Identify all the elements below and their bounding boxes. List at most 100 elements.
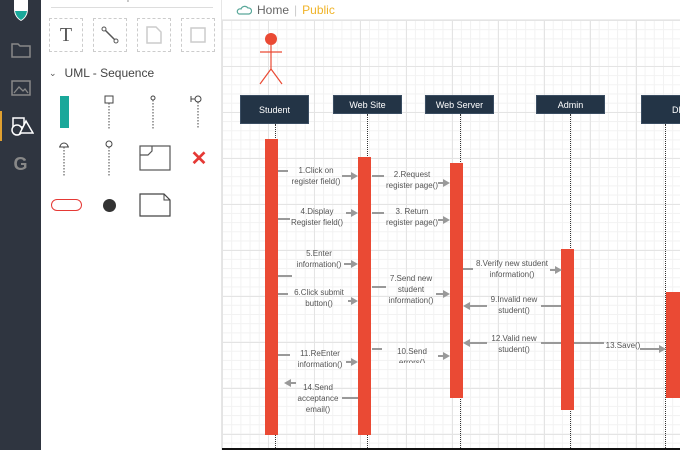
breadcrumb-current[interactable]: Public xyxy=(302,2,335,17)
arrow-left-icon xyxy=(463,339,470,347)
message-arrow-line[interactable] xyxy=(438,219,444,221)
rectangle-icon xyxy=(190,27,206,43)
note-shape[interactable] xyxy=(135,185,175,225)
shapes-icon[interactable] xyxy=(0,111,41,141)
message-label[interactable]: 9.Invalid new student() xyxy=(490,295,538,315)
message-label[interactable]: 13.Save() xyxy=(605,341,641,350)
message-arrow-line[interactable] xyxy=(469,342,487,344)
message-label[interactable]: 4.Display Register field() xyxy=(290,207,343,227)
message-arrow-line[interactable] xyxy=(346,361,352,363)
message-label[interactable]: 12.Valid new student() xyxy=(491,334,537,354)
note-icon xyxy=(146,26,162,44)
message-label[interactable]: 2.Request register page() xyxy=(385,170,439,190)
message-arrow-line[interactable] xyxy=(372,212,384,214)
arrow-right-icon xyxy=(351,260,358,268)
message-arrow-line[interactable] xyxy=(342,397,358,399)
google-icon[interactable]: G xyxy=(13,153,28,174)
message-arrow-line[interactable] xyxy=(438,182,444,184)
arrow-right-icon xyxy=(555,266,562,274)
section-uml-sequence[interactable]: ⌄UML - Sequence xyxy=(49,66,154,80)
message-arrow-line[interactable] xyxy=(438,355,444,357)
activation-web-server[interactable] xyxy=(450,163,463,398)
fragment-frame-shape[interactable] xyxy=(135,138,175,178)
pill-shape[interactable] xyxy=(46,185,86,225)
shapes-panel: Find more shapes T ⌄UML - Sequence ✕ xyxy=(41,0,222,450)
actor-figure[interactable] xyxy=(258,32,284,86)
message-arrow-line[interactable] xyxy=(469,305,487,307)
message-label[interactable]: 7.Send new student information() xyxy=(388,274,434,305)
message-arrow-line[interactable] xyxy=(574,342,604,344)
message-arrow-line[interactable] xyxy=(541,305,561,307)
initial-node-shape[interactable] xyxy=(91,185,127,225)
text-tool[interactable]: T xyxy=(49,18,83,52)
section-title: UML - Sequence xyxy=(64,66,155,80)
message-arrow-line[interactable] xyxy=(372,286,386,288)
activation-web-site[interactable] xyxy=(358,157,371,435)
message-arrow-line[interactable] xyxy=(550,269,556,271)
message-arrow-line[interactable] xyxy=(278,275,292,277)
message-label[interactable]: 10.Send errors() xyxy=(397,347,427,363)
message-arrow-line[interactable] xyxy=(278,354,290,356)
message-arrow-line[interactable] xyxy=(372,175,384,177)
connector-tool[interactable] xyxy=(93,18,127,52)
participant-web-server[interactable]: Web Server xyxy=(425,95,494,114)
message-arrow-line[interactable] xyxy=(344,263,352,265)
message-arrow-line[interactable] xyxy=(348,300,352,302)
logo-icon[interactable] xyxy=(0,0,41,24)
participant-admin[interactable]: Admin xyxy=(536,95,605,114)
message-arrow-line[interactable] xyxy=(640,348,660,350)
message-label[interactable]: 8.Verify new student information() xyxy=(475,259,549,279)
boundary-lifeline-shape[interactable] xyxy=(179,92,215,132)
lifeline-db xyxy=(665,124,666,448)
arrow-right-icon xyxy=(443,179,450,187)
text-icon: T xyxy=(59,23,73,46)
arrow-right-icon xyxy=(659,345,666,353)
breadcrumb-separator: | xyxy=(294,2,298,17)
connector-icon xyxy=(101,26,119,44)
arrow-left-icon xyxy=(284,379,291,387)
rectangle-tool[interactable] xyxy=(181,18,215,52)
message-label[interactable]: 1.Click on register field() xyxy=(291,166,341,186)
arrow-right-icon xyxy=(443,290,450,298)
participant-db[interactable]: DB xyxy=(641,95,680,124)
diagram-canvas[interactable]: Student Web Site Web Server Admin DB 1.C… xyxy=(222,20,680,448)
activation-db[interactable] xyxy=(666,292,680,398)
folder-icon[interactable] xyxy=(0,35,41,65)
arrow-right-icon xyxy=(443,352,450,360)
object-lifeline-shape[interactable] xyxy=(91,92,127,132)
activation-bar-shape[interactable] xyxy=(46,92,82,132)
message-label[interactable]: 14.Send acceptance email() xyxy=(297,383,339,414)
entity-lifeline-shape[interactable] xyxy=(91,138,127,178)
breadcrumb-home[interactable]: Home xyxy=(257,2,290,17)
message-label[interactable]: 11.ReEnter information() xyxy=(297,349,343,369)
message-label[interactable]: 3. Return register page() xyxy=(385,207,439,227)
message-arrow-line[interactable] xyxy=(463,268,473,270)
arrow-right-icon xyxy=(351,358,358,366)
message-label[interactable]: 5.Enter information() xyxy=(296,249,342,269)
breadcrumb: Home | Public xyxy=(222,0,680,20)
message-arrow-line[interactable] xyxy=(278,170,288,172)
message-arrow-line[interactable] xyxy=(342,175,352,177)
note-tool[interactable] xyxy=(137,18,171,52)
message-arrow-line[interactable] xyxy=(290,382,296,384)
activation-student[interactable] xyxy=(265,139,278,435)
arrow-right-icon xyxy=(351,172,358,180)
message-arrow-line[interactable] xyxy=(278,293,288,295)
image-icon[interactable] xyxy=(0,73,41,103)
message-label[interactable]: 6.Click submit button() xyxy=(294,288,344,308)
window-border xyxy=(222,448,680,450)
message-arrow-line[interactable] xyxy=(372,348,382,350)
message-arrow-line[interactable] xyxy=(346,212,352,214)
search-input[interactable]: Find more shapes xyxy=(51,0,213,8)
destroy-x-shape[interactable]: ✕ xyxy=(190,147,208,170)
message-arrow-line[interactable] xyxy=(278,218,290,220)
participant-web-site[interactable]: Web Site xyxy=(333,95,402,114)
message-arrow-line[interactable] xyxy=(436,293,444,295)
arrow-right-icon xyxy=(443,216,450,224)
actor-lifeline-shape[interactable] xyxy=(135,92,171,132)
message-arrow-line[interactable] xyxy=(541,342,561,344)
participant-student[interactable]: Student xyxy=(240,95,309,124)
control-lifeline-shape[interactable] xyxy=(46,138,82,178)
activation-admin[interactable] xyxy=(561,249,574,410)
cloud-icon xyxy=(236,5,252,15)
